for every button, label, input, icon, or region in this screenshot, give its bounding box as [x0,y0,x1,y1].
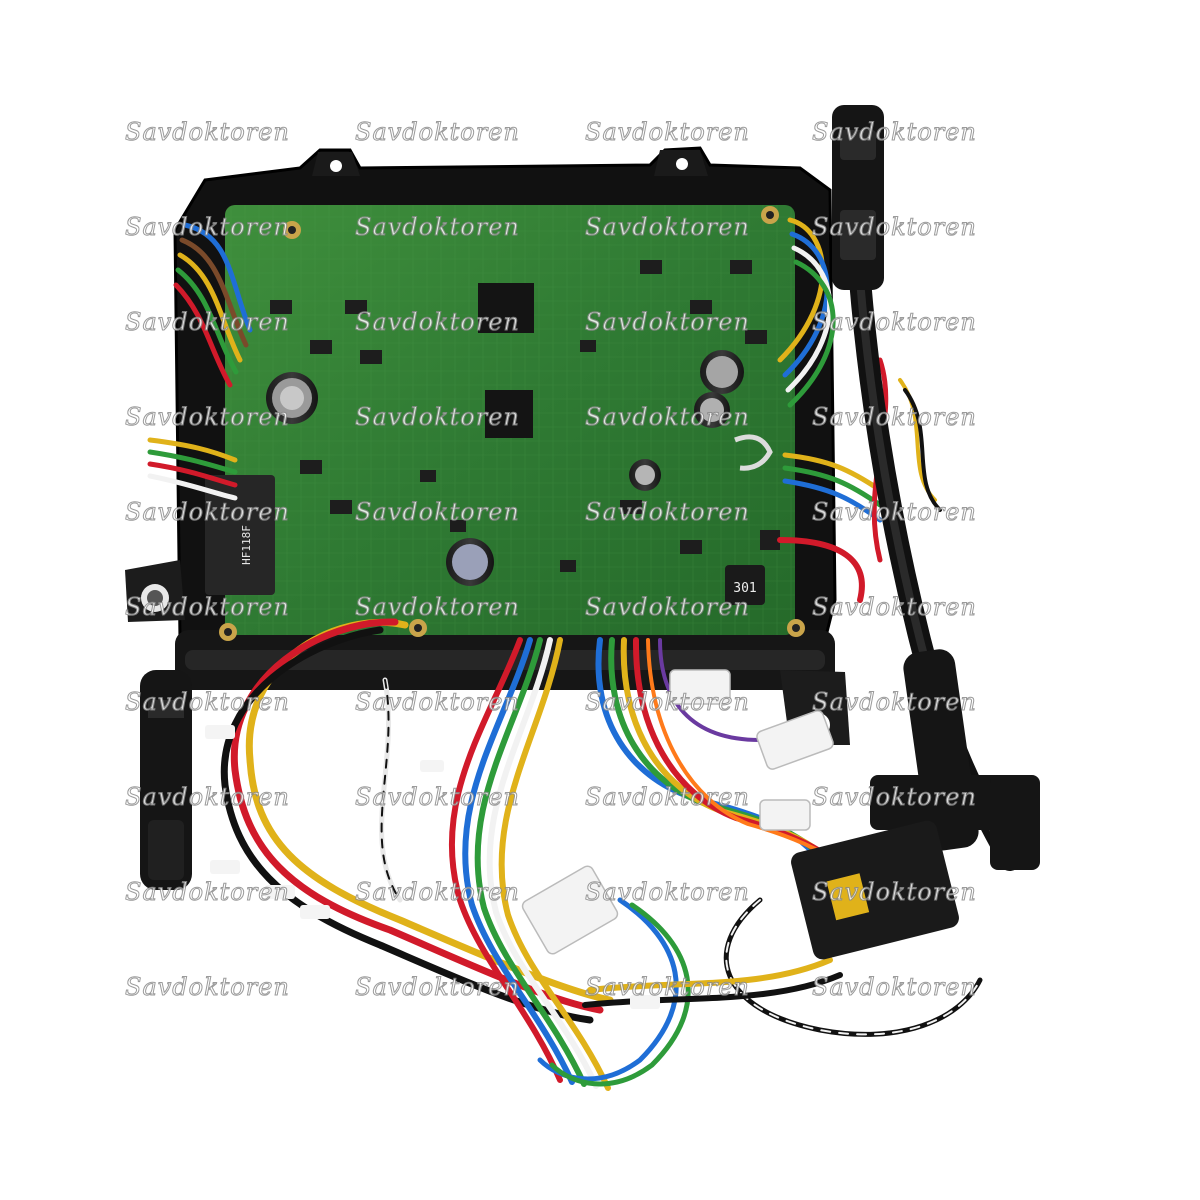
capacitor [446,538,494,586]
connector [870,775,1040,870]
inductor-code-label: 301 [733,581,756,596]
capacitor [694,392,730,428]
connector [140,670,192,890]
connector [521,669,834,955]
connector [832,105,884,290]
connector [791,820,959,960]
capacitor [629,459,661,491]
capacitor [700,350,744,394]
relay: HF118F [205,475,275,595]
circuit-board: 301 [219,205,805,641]
wiring-harness [147,217,1021,1091]
cable-tie [205,725,660,1009]
relay-model-label: HF118F [240,525,253,565]
capacitor [266,372,318,424]
